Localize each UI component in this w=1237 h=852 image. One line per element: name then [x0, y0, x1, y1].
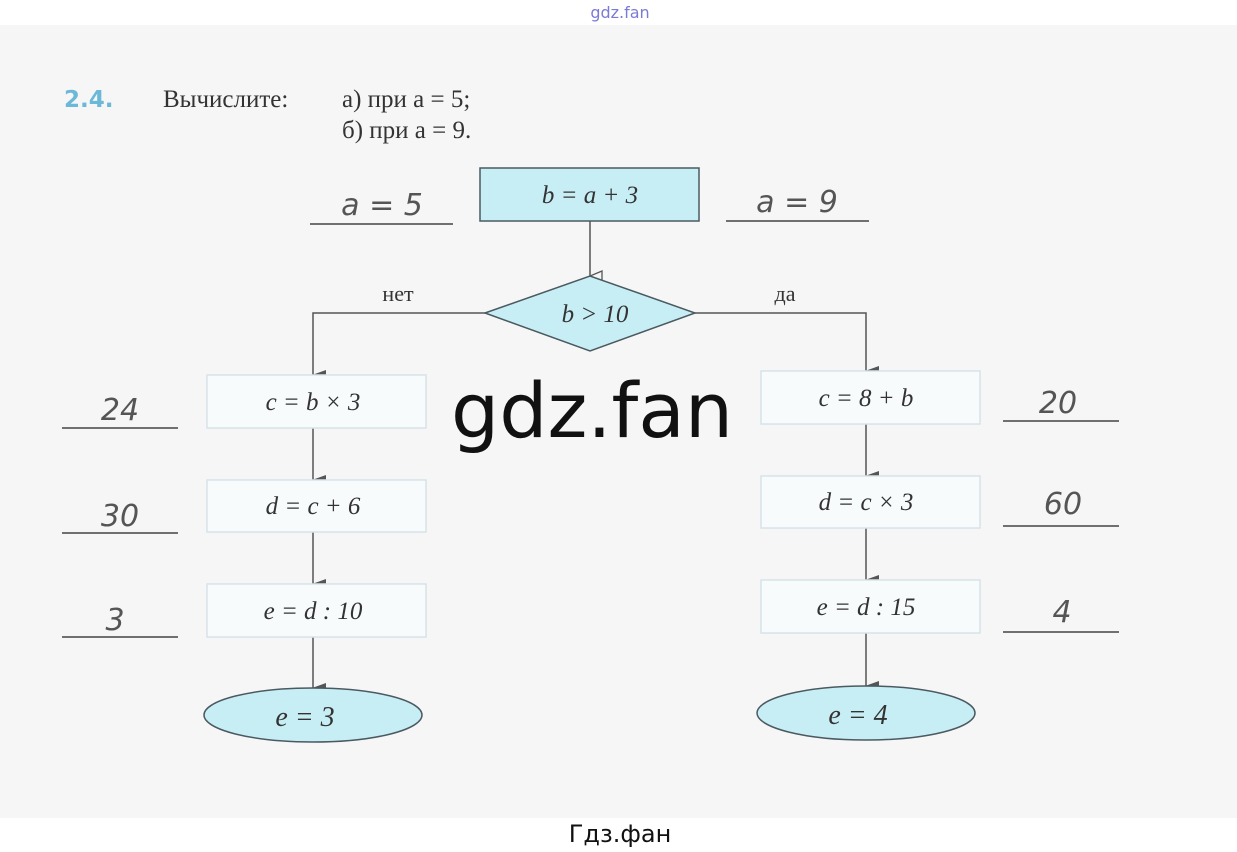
answer-left-2: 30 — [101, 499, 139, 534]
left-step-2: d = c + 6 — [266, 493, 361, 520]
watermark-top: gdz.fan — [590, 3, 649, 22]
answer-a-label: a = 5 — [341, 188, 423, 223]
condition-text: b > 10 — [562, 301, 629, 328]
left-step-1: c = b × 3 — [266, 389, 361, 416]
yes-label: да — [775, 281, 796, 306]
right-step-1: c = 8 + b — [819, 385, 914, 412]
start-box — [479, 167, 700, 222]
task-prompt: Вычислите: — [163, 86, 288, 113]
condition-diamond — [482, 275, 698, 352]
task-number: 2.4. — [64, 87, 113, 113]
right-branch: c = 8 + b d = c × 3 e = d : 15 e = 4 — [756, 370, 981, 741]
left-result: e = 3 — [275, 702, 334, 733]
answer-b-label: a = 9 — [756, 185, 838, 220]
answer-right-2: 60 — [1044, 487, 1082, 522]
watermark-center: gdz.fan — [451, 366, 733, 455]
footer-watermark: Гдз.фан — [569, 820, 672, 848]
no-label: нет — [382, 281, 414, 306]
answer-right-1: 20 — [1039, 386, 1077, 421]
task-case-b: б) при a = 9. — [342, 117, 471, 144]
task-case-a: а) при a = 5; — [342, 86, 470, 113]
right-step-2: d = c × 3 — [819, 489, 914, 516]
right-step-3: e = d : 15 — [817, 594, 916, 621]
connectors — [312, 221, 879, 693]
answer-left-3: 3 — [105, 603, 124, 638]
answer-lines — [62, 220, 1119, 638]
answer-left-1: 24 — [101, 393, 139, 428]
start-box-text: b = a + 3 — [542, 182, 638, 209]
right-result: e = 4 — [828, 700, 887, 731]
left-step-3: e = d : 10 — [264, 598, 363, 625]
left-branch: c = b × 3 d = c + 6 e = d : 10 e = 3 — [203, 374, 427, 743]
answer-right-3: 4 — [1052, 595, 1071, 630]
